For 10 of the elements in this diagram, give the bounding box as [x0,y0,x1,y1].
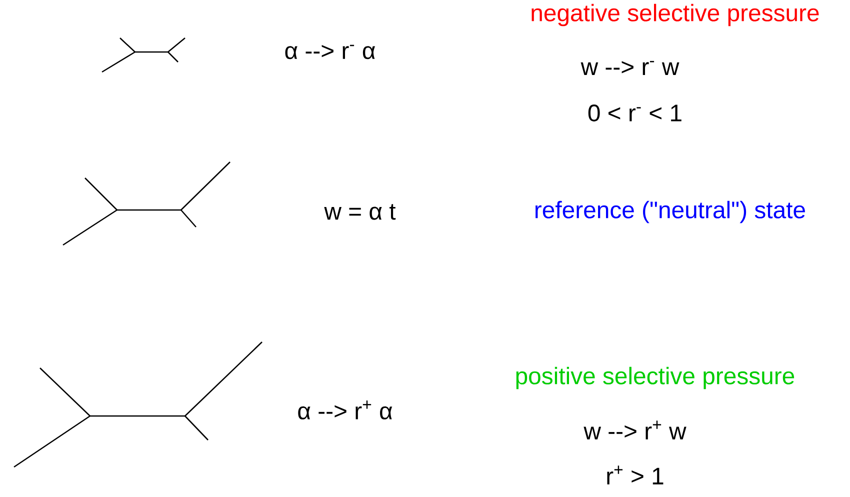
equation-text: w = α t [324,204,396,220]
heading-text: reference ("neutral") state [536,200,805,224]
equation-text: α --> r$^{-}$ α [285,44,376,60]
equation-text: w --> r$^{-}$ w [580,60,680,76]
equation-text: α --> r$^{+}$ α [298,400,392,420]
equation-text: w --> r$^{+}$ w [584,420,686,440]
equation-text: 0 < r$^{-}$ < 1 [588,104,682,122]
heading-text: negative selective pressure [532,4,819,26]
heading-text: positive selective pressure [516,366,794,390]
equation-text: r$^{+}$ > 1 [607,466,664,484]
